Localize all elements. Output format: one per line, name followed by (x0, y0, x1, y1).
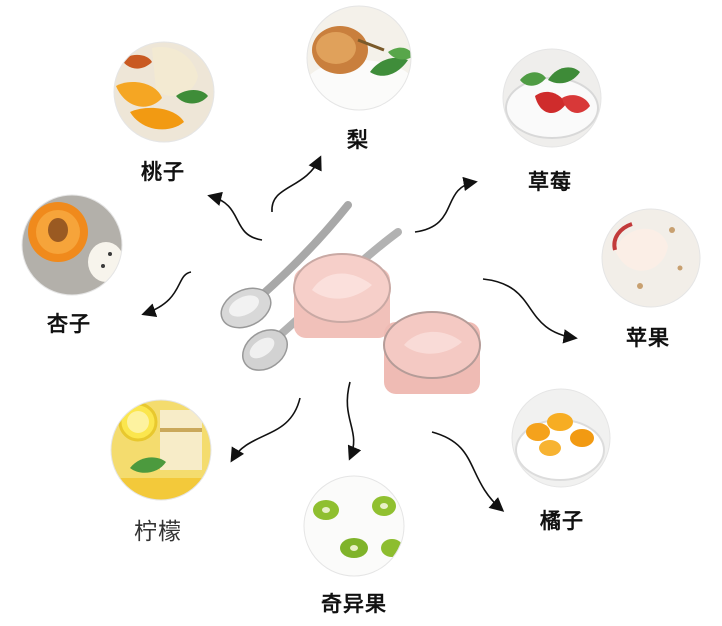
label-pear: 梨 (347, 128, 369, 152)
label-lemon: 柠檬 (134, 519, 182, 545)
label-strawberry: 草莓 (528, 170, 572, 194)
arrow-to-lemon (230, 397, 301, 463)
arrow-to-orange (431, 431, 505, 512)
label-apricot: 杏子 (47, 312, 91, 336)
apricot-photo (22, 195, 122, 295)
arrow-to-strawberry (414, 176, 478, 233)
arrow-to-peach (207, 191, 263, 241)
label-peach: 桃子 (141, 160, 185, 184)
pear-yogurt-photo (307, 6, 411, 110)
arrow-to-apple (482, 278, 578, 344)
apple-slice-photo (602, 209, 700, 307)
label-kiwi: 奇异果 (321, 592, 387, 616)
yogurt-jars-icon (220, 201, 481, 394)
peach-photo (114, 42, 214, 142)
connector-arrows (141, 155, 578, 512)
kiwi-yogurt-photo (304, 476, 404, 576)
lemon-dessert-photo (111, 400, 211, 500)
label-orange: 橘子 (540, 509, 584, 533)
arrow-to-kiwi (346, 381, 362, 461)
label-apple: 苹果 (626, 326, 670, 350)
strawberry-yogurt-photo (503, 49, 601, 147)
arrow-to-pear (271, 155, 322, 213)
arrow-to-apricot (141, 271, 192, 318)
orange-yogurt-photo (512, 389, 610, 487)
